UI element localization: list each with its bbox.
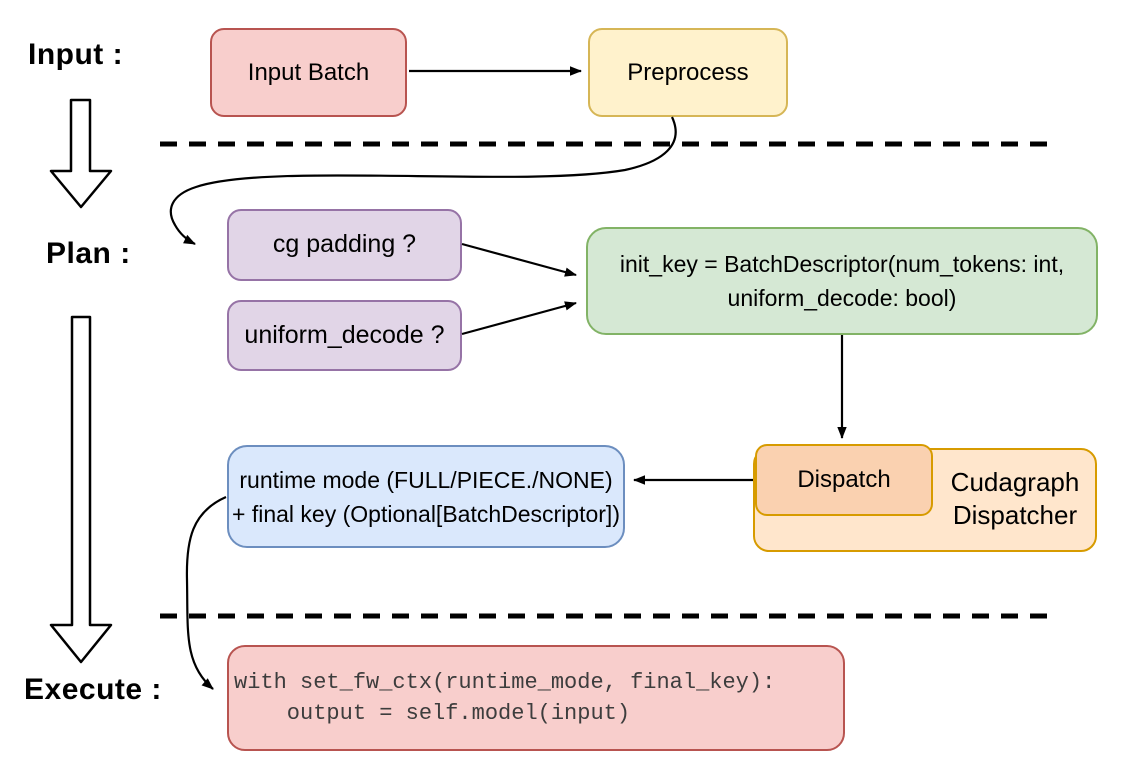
arrow-cg-padding-to-init-key (461, 242, 577, 277)
cudagraph-dispatcher-line2: Dispatcher (952, 500, 1078, 530)
node-dispatch: Dispatch (755, 444, 933, 516)
stage-flow-arrow-plan-to-execute (49, 315, 113, 664)
node-dispatch-label: Dispatch (797, 466, 891, 493)
node-runtime-mode-line1: runtime mode (FULL/PIECE./NONE) (239, 466, 613, 493)
node-preprocess-label: Preprocess (627, 58, 749, 86)
node-uniform-decode-label: uniform_decode ? (244, 320, 445, 349)
node-input-batch-label: Input Batch (247, 58, 370, 86)
arrow-uniform-decode-to-init-key (461, 301, 577, 336)
stage-label-input: Input : (28, 38, 124, 71)
cudagraph-dispatcher-line1: Cudagraph (950, 467, 1080, 497)
node-init-key: init_key = BatchDescriptor(num_tokens: i… (586, 227, 1098, 335)
node-cg-padding: cg padding ? (227, 209, 462, 281)
execute-code-line2: output = self.model(input) (234, 701, 631, 726)
stage-label-execute: Execute : (24, 673, 162, 706)
stage-flow-arrow-input-to-plan (49, 98, 113, 209)
node-execute-code: with set_fw_ctx(runtime_mode, final_key)… (227, 645, 845, 751)
node-init-key-line2: uniform_decode: bool) (727, 285, 957, 311)
node-init-key-line1: init_key = BatchDescriptor(num_tokens: i… (619, 251, 1065, 277)
node-uniform-decode: uniform_decode ? (227, 300, 462, 371)
node-preprocess: Preprocess (588, 28, 788, 117)
stage-label-plan: Plan : (46, 237, 131, 270)
node-runtime-mode: runtime mode (FULL/PIECE./NONE) + final … (227, 445, 625, 548)
node-runtime-mode-line2: + final key (Optional[BatchDescriptor]) (232, 500, 620, 527)
node-cg-padding-label: cg padding ? (272, 230, 417, 259)
node-cudagraph-dispatcher-label: Cudagraph Dispatcher (933, 466, 1097, 532)
node-input-batch: Input Batch (210, 28, 407, 117)
arrow-runtime-mode-to-execute-code (185, 495, 227, 690)
execute-code-line1: with set_fw_ctx(runtime_mode, final_key)… (234, 670, 776, 695)
